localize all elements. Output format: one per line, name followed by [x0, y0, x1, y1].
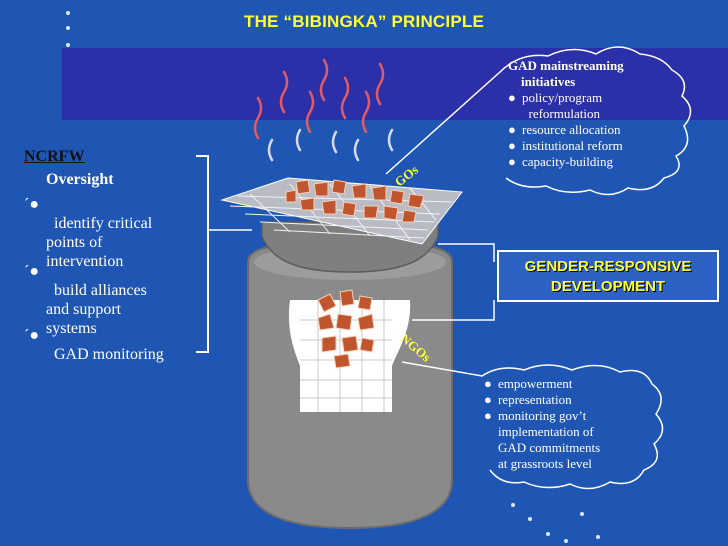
bullet-icon: ● [508, 90, 516, 105]
decorative-dots-left [66, 11, 70, 47]
stove [247, 243, 453, 530]
gad-callout-outline [385, 46, 692, 196]
page-title: THE “BIBINGKA” PRINCIPLE [244, 12, 484, 31]
bullet-icon: ● [508, 122, 516, 137]
bullet-icon: ● [508, 138, 516, 153]
ncrfw-item-3: ´● GAD monitoring [24, 326, 164, 364]
ngo-item: ● empowerment [484, 376, 600, 392]
bullet-icon: ● [484, 392, 492, 407]
gad-item-text: resource allocation [522, 122, 621, 137]
ngo-callout-outline [401, 361, 664, 490]
gad-item: ● capacity-building [508, 154, 624, 170]
heat-waves [253, 58, 394, 162]
gad-item-text: institutional reform [522, 138, 623, 153]
gad-item-text: policy/program reformulation [522, 90, 603, 121]
gad-item: ● policy/program reformulation [508, 90, 624, 122]
gender-responsive-development-box: GENDER-RESPONSIVE DEVELOPMENT [497, 250, 719, 302]
gad-heading-line2: initiatives [521, 74, 576, 89]
gad-item: ● institutional reform [508, 138, 624, 154]
gad-item-text: capacity-building [522, 154, 613, 169]
grd-line2: DEVELOPMENT [550, 278, 666, 295]
ngo-callout: ● empowerment ● representation ● monitoring… [484, 376, 600, 472]
ncrfw-subtitle: Oversight [46, 171, 114, 188]
bullet-icon: ● [484, 376, 492, 391]
gad-heading-line1: GAD mainstreaming [508, 58, 624, 73]
ngo-item-text: empowerment [498, 376, 573, 391]
ngo-item-text: monitoring gov’t implementation of GAD c… [498, 408, 601, 471]
ncrfw-item-text: build alliances and support systems [46, 282, 147, 337]
ncrfw-item-text: GAD monitoring [54, 346, 164, 363]
ncrfw-title: NCRFW [24, 148, 85, 165]
ngo-item-text: representation [498, 392, 572, 407]
ngo-item: ● monitoring gov’t implementation of GAD … [484, 408, 600, 472]
bullet-icon: ´● [24, 327, 39, 344]
gad-connector [438, 243, 495, 262]
bullet-icon: ● [484, 408, 492, 423]
stove-embers [317, 289, 375, 369]
bullet-icon: ● [508, 154, 516, 169]
ngo-item: ● representation [484, 392, 600, 408]
gad-item: ● resource allocation [508, 122, 624, 138]
ncrfw-item-text: identify critical points of intervention [46, 215, 153, 270]
grd-line1: GENDER-RESPONSIVE [524, 258, 692, 275]
ncrfw-item-1: ´● identify critical points of interventi… [24, 195, 153, 271]
grill-embers [285, 179, 425, 223]
ngo-connector [412, 300, 495, 321]
ncrfw-bracket [196, 155, 209, 353]
title-banner [62, 48, 728, 120]
gad-callout: GAD mainstreaming initiatives ● policy/pr… [508, 58, 624, 170]
bullet-icon: ´● [24, 263, 39, 280]
ncrfw-item-2: ´● build alliances and support systems [24, 262, 147, 338]
bullet-icon: ´● [24, 196, 39, 213]
decorative-dots-bottom [511, 503, 600, 543]
